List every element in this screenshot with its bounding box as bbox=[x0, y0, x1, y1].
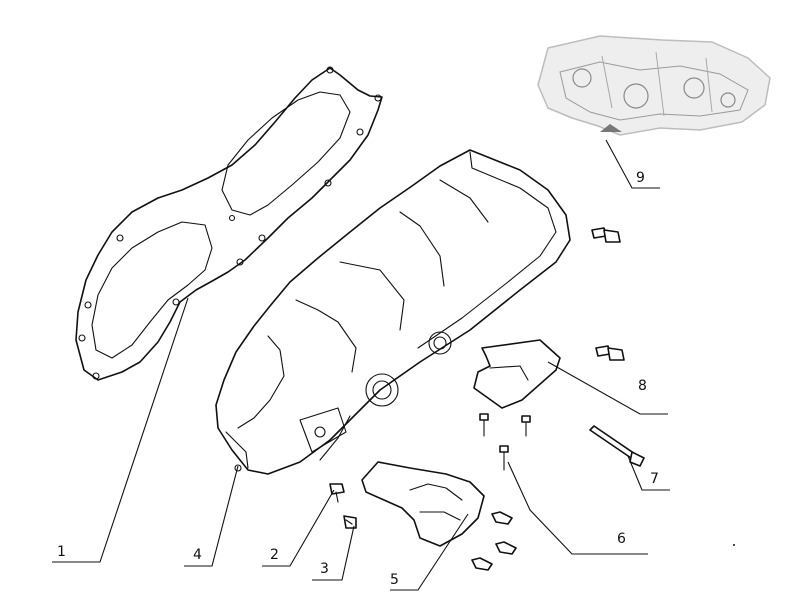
callout-label-5: 5 bbox=[390, 572, 399, 588]
callout-label-8: 8 bbox=[638, 378, 647, 394]
leader-line-1 bbox=[52, 297, 189, 563]
leader-line-7 bbox=[627, 455, 670, 491]
callout-label-2: 2 bbox=[270, 547, 279, 563]
cover-piece-part bbox=[361, 461, 485, 547]
callout-label-1: 1 bbox=[57, 544, 66, 560]
leader-line-3 bbox=[312, 525, 355, 581]
leader-line-4 bbox=[184, 465, 239, 567]
engine-assembly-part bbox=[537, 35, 771, 136]
leader-line-5 bbox=[390, 513, 469, 591]
callout-label-6: 6 bbox=[617, 531, 626, 547]
bolt-part-upper bbox=[591, 227, 621, 243]
callout-label-9: 9 bbox=[636, 170, 645, 186]
screw-part-3 bbox=[343, 515, 357, 529]
callout-label-3: 3 bbox=[320, 561, 329, 577]
leader-line-2 bbox=[262, 489, 335, 567]
callout-label-4: 4 bbox=[193, 547, 202, 563]
leader-line-9 bbox=[605, 139, 660, 189]
bracket-part bbox=[473, 339, 561, 409]
bolt-part-middle bbox=[595, 345, 625, 361]
callout-labels: 1 2 3 4 5 6 7 8 9 bbox=[57, 170, 659, 588]
leader-line-8 bbox=[547, 361, 668, 415]
leader-line-6 bbox=[507, 461, 648, 555]
long-bolt-part bbox=[589, 425, 645, 467]
leader-lines bbox=[52, 139, 670, 591]
gasket-part bbox=[75, 66, 383, 381]
callout-label-7: 7 bbox=[650, 471, 659, 487]
transmission-cover-part bbox=[215, 149, 571, 475]
small-screws-part-6 bbox=[471, 413, 531, 571]
